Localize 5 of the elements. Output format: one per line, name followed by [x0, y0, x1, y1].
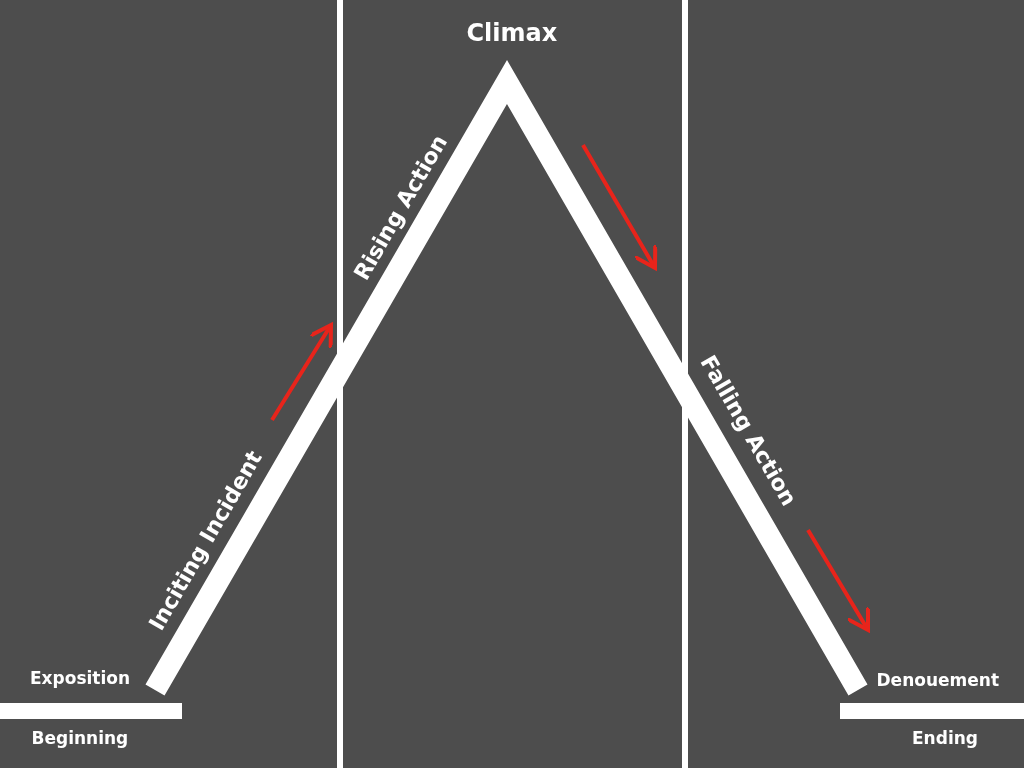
stage-label: Climax — [466, 19, 558, 47]
section-label: Beginning — [31, 728, 129, 748]
section-label: Ending — [912, 728, 978, 748]
stage-label: Denouement — [876, 670, 1000, 690]
stage-label: Exposition — [30, 668, 131, 688]
